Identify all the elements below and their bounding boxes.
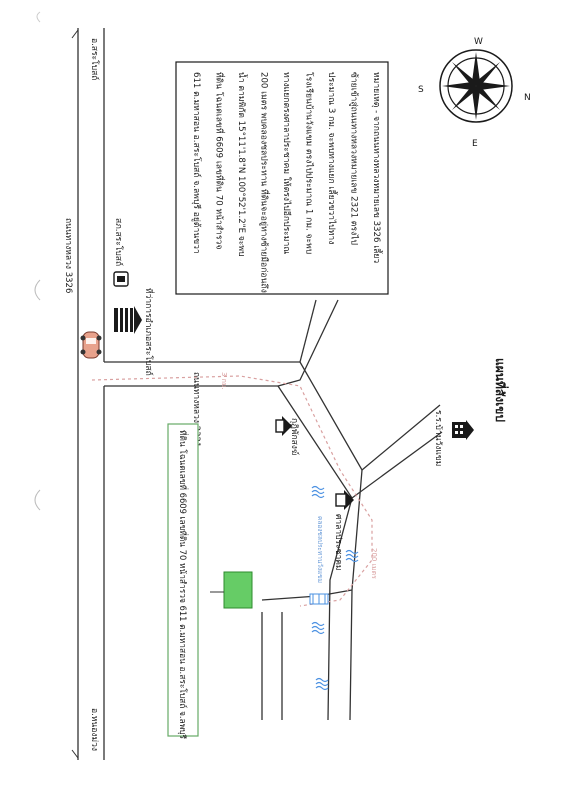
highway-3326-label: ถนนทางหลวง 3326 <box>63 218 73 293</box>
canal-road-top <box>261 589 353 601</box>
description-text: หมายเหตุ - จากถนนทางหลวงหมายเลข 3326 เลี… <box>191 72 384 293</box>
car-icon <box>80 331 102 359</box>
description-line: ทางแยกตรงศาลาประชาคม ให้ตรงไปอีกประมาณ <box>281 72 292 254</box>
road-village-lower-edge <box>277 299 339 387</box>
description-line: 200 เมตร พบคลองชลประทาน ที่ดินจะอยู่ทางซ… <box>259 72 271 293</box>
land-parcel <box>223 571 253 609</box>
to-nong-muang-label: อ.หนองม่วง <box>89 708 99 751</box>
description-line: ประมาณ 3 กม. จะพบทางแยก เลี้ยวขวาไปทาง <box>326 72 339 244</box>
government-building-icon <box>114 306 142 334</box>
distance-200m: 200 เมตร <box>370 548 378 579</box>
compass-rose-icon <box>439 49 513 123</box>
description-line: ที่ดิน โฉนดเลขที่ 6609 เลขที่ดิน 70 หน้า… <box>214 72 226 249</box>
compass-south: S <box>418 85 424 95</box>
water-icons <box>311 485 359 691</box>
route-line <box>91 375 373 607</box>
compass-north: N <box>524 93 531 103</box>
distance-3km: 3 กม. <box>220 372 228 390</box>
canal-label: คลองชลประทานวังแขม <box>316 516 324 583</box>
road-village-upper-edge <box>299 299 317 363</box>
temple-label: กุฏิพักสงฆ์ <box>289 418 300 455</box>
page-title: แผนที่สังเขป <box>493 358 509 422</box>
description-line: ซ้ายเข้าสู่ถนนทางหลวงหมายเลข 2321 ตรงไป <box>349 72 360 245</box>
temple-icon <box>275 416 292 436</box>
punch-hole-top <box>36 11 41 23</box>
road-down-west-edge <box>327 497 353 721</box>
land-label: ที่ดิน โฉนดเลขที่ 6609 เลขที่ดิน 70 หน้า… <box>177 430 189 740</box>
district-office-label: ที่ว่าการอำเภอสระโบสถ์ <box>143 288 155 376</box>
description-line: โรงเรียนบ้านวังแขม ตรงไปประมาณ 1 กม. จะพ… <box>304 72 315 254</box>
bridge-icon <box>309 593 329 605</box>
compass-west: W <box>474 37 483 47</box>
description-line: 611 ต.มหาสอน อ.สระโบสถ์ จ.ลพบุรี อยู่ด้า… <box>191 72 202 254</box>
village-label: ร.ร.บ้านวังแขม <box>433 410 444 466</box>
road-secondary-north-edge <box>299 361 441 471</box>
compass-east: E <box>472 139 478 149</box>
police-label: สภ.สระโบสถ์ <box>113 218 124 266</box>
highway-2321-label: ถนนทางหลวง 2321 <box>191 372 201 447</box>
to-sabot-label: อ.สระโบสถ์ <box>89 38 100 80</box>
description-box <box>175 61 389 295</box>
punch-hole-mid <box>34 279 41 301</box>
road-secondary-south-edge <box>277 385 443 499</box>
description-line: หมายเหตุ - จากถนนทางหลวงหมายเลข 3326 เลี… <box>371 72 384 263</box>
community-hall-icon <box>335 490 354 510</box>
school-icon <box>452 420 474 440</box>
land-label-box <box>167 423 199 737</box>
irrigation-label: ศาลาประชาคม <box>333 514 343 571</box>
description-line: น้ำ ตามพิกัด 15°11'1.8"N 100°52'1.2"E จะ… <box>236 72 249 257</box>
police-station-icon <box>113 271 129 287</box>
punch-hole-low <box>34 489 41 511</box>
road-down-east-edge <box>349 469 363 721</box>
